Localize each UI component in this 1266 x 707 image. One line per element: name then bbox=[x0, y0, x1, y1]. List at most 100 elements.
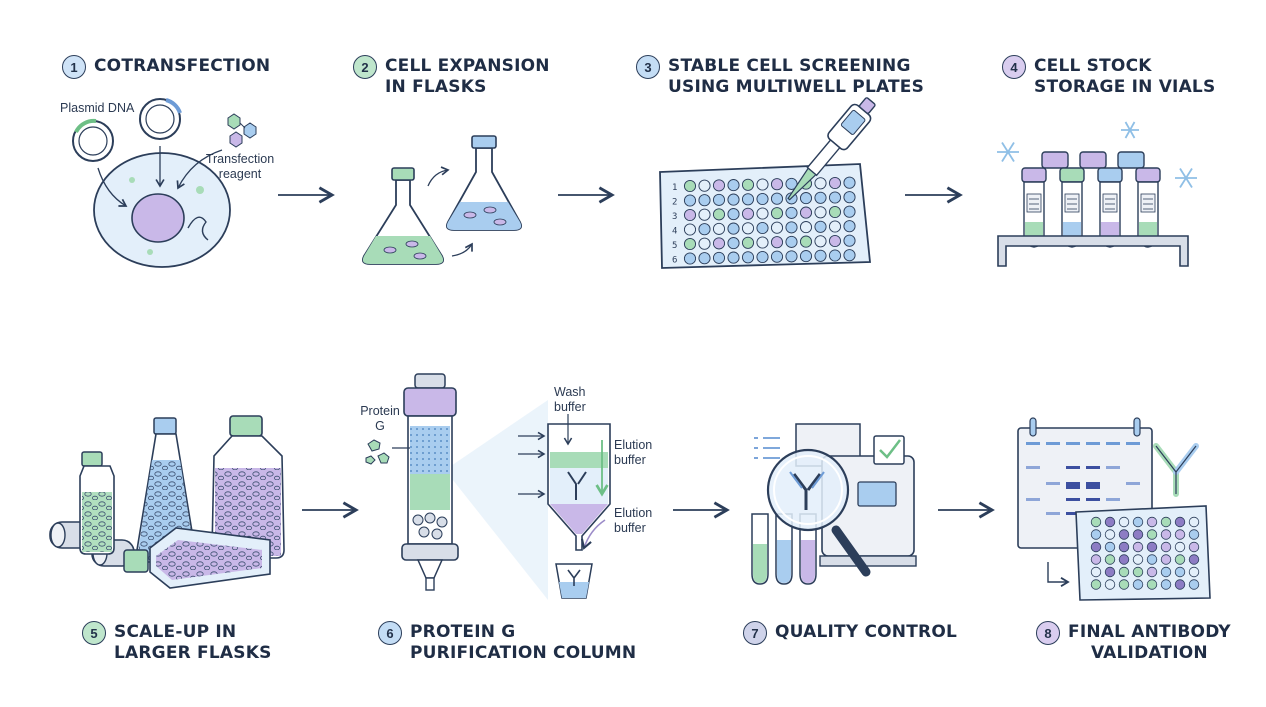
plate-row-label: 5 bbox=[672, 241, 677, 251]
plate-well bbox=[727, 251, 740, 264]
plate-well bbox=[756, 221, 769, 235]
antibody-icon bbox=[1153, 443, 1199, 497]
vial-cap bbox=[1059, 167, 1085, 183]
step-title-line: PROTEIN G bbox=[410, 622, 516, 642]
elisa-well bbox=[1132, 529, 1144, 540]
elisa-well bbox=[1188, 579, 1200, 590]
plate-well bbox=[814, 177, 827, 190]
plate-well bbox=[698, 237, 711, 250]
t-flask bbox=[123, 527, 271, 589]
elisa-well bbox=[1090, 566, 1102, 578]
plate-well bbox=[814, 235, 827, 248]
elisa-well bbox=[1104, 529, 1116, 540]
plate-well bbox=[683, 237, 697, 251]
plate-well bbox=[770, 221, 784, 234]
elisa-well bbox=[1174, 516, 1186, 528]
step-1-title: 1 COTRANSFECTION bbox=[62, 55, 270, 79]
protein-g-particles bbox=[365, 439, 410, 465]
collection-tube bbox=[555, 563, 593, 599]
elisa-well bbox=[1132, 516, 1144, 528]
elisa-well bbox=[1174, 566, 1186, 578]
plate-well bbox=[785, 206, 798, 219]
elisa-well bbox=[1188, 554, 1200, 565]
vial-cap bbox=[1097, 167, 1123, 183]
plate-well bbox=[756, 236, 769, 249]
large-purple-bottle bbox=[211, 415, 285, 559]
step-title-line: QUALITY CONTROL bbox=[775, 622, 957, 642]
gel-well bbox=[1066, 442, 1080, 445]
plate-well bbox=[814, 206, 827, 219]
elisa-well bbox=[1104, 566, 1116, 578]
plate-well bbox=[770, 207, 784, 220]
snowflake-icons bbox=[997, 121, 1197, 188]
plate-well bbox=[843, 176, 856, 189]
elisa-well bbox=[1146, 541, 1158, 553]
elisa-well bbox=[1174, 579, 1186, 590]
plate-well bbox=[770, 178, 784, 191]
step-title-line: IN FLASKS bbox=[385, 77, 487, 97]
plate-well bbox=[785, 235, 798, 248]
gel-band bbox=[1106, 498, 1120, 501]
elisa-well bbox=[1146, 566, 1158, 578]
plate-well bbox=[698, 223, 711, 236]
plate-well bbox=[741, 178, 755, 191]
elisa-well bbox=[1174, 541, 1186, 553]
plate-well bbox=[741, 236, 755, 249]
gel-band bbox=[1106, 466, 1120, 469]
elisa-well bbox=[1132, 566, 1144, 578]
elisa-well bbox=[1118, 554, 1130, 565]
plate-well bbox=[814, 220, 827, 233]
elisa-well bbox=[1104, 554, 1116, 565]
step-7-title: 7 QUALITY CONTROL bbox=[743, 621, 957, 645]
vial-cap bbox=[1021, 167, 1047, 183]
elisa-well bbox=[1118, 516, 1130, 528]
gel-band bbox=[1066, 498, 1080, 501]
plate-well bbox=[756, 178, 769, 191]
vial-label bbox=[1064, 193, 1080, 213]
gel-band bbox=[1086, 466, 1100, 469]
elisa-well bbox=[1132, 541, 1144, 553]
elisa-well bbox=[1160, 566, 1172, 578]
elisa-well bbox=[1118, 579, 1130, 590]
plate-well bbox=[828, 234, 842, 248]
funnel-detail bbox=[547, 423, 611, 551]
plate-well bbox=[843, 191, 856, 204]
gel-band bbox=[1086, 498, 1100, 501]
plate-well bbox=[785, 221, 798, 234]
plate-well bbox=[756, 250, 769, 264]
plate-well bbox=[828, 191, 842, 204]
plate-well bbox=[843, 249, 856, 262]
elisa-well bbox=[1174, 529, 1186, 540]
step-title-line: CELL EXPANSION bbox=[385, 56, 550, 76]
plate-well bbox=[770, 250, 784, 263]
gel-well bbox=[1026, 442, 1040, 445]
small-green-bottle bbox=[79, 451, 115, 555]
vial-cap bbox=[1135, 167, 1161, 183]
vial-cap bbox=[1117, 151, 1145, 169]
plate-well bbox=[727, 193, 740, 206]
green-flask bbox=[361, 167, 445, 265]
plasmid-rings bbox=[72, 98, 182, 162]
gel-band bbox=[1046, 482, 1060, 485]
plate-well bbox=[683, 252, 697, 265]
plate-well bbox=[712, 222, 726, 235]
plate-row-label: 1 bbox=[672, 183, 677, 193]
plate-well bbox=[741, 222, 755, 235]
plate-well bbox=[712, 237, 726, 250]
vial-label bbox=[1026, 193, 1042, 213]
plate-well bbox=[712, 193, 726, 206]
plate-well bbox=[727, 179, 740, 192]
magnifier-icon bbox=[766, 448, 871, 577]
vial-label bbox=[1140, 193, 1156, 213]
plate-well bbox=[683, 223, 697, 236]
step-title-line: SCALE-UP IN bbox=[114, 622, 237, 642]
step-badge: 6 bbox=[378, 621, 402, 645]
plate-well bbox=[799, 235, 813, 248]
plate-row-label: 4 bbox=[672, 227, 677, 237]
expansion-arrows bbox=[427, 166, 473, 257]
gel-well bbox=[1086, 442, 1100, 445]
